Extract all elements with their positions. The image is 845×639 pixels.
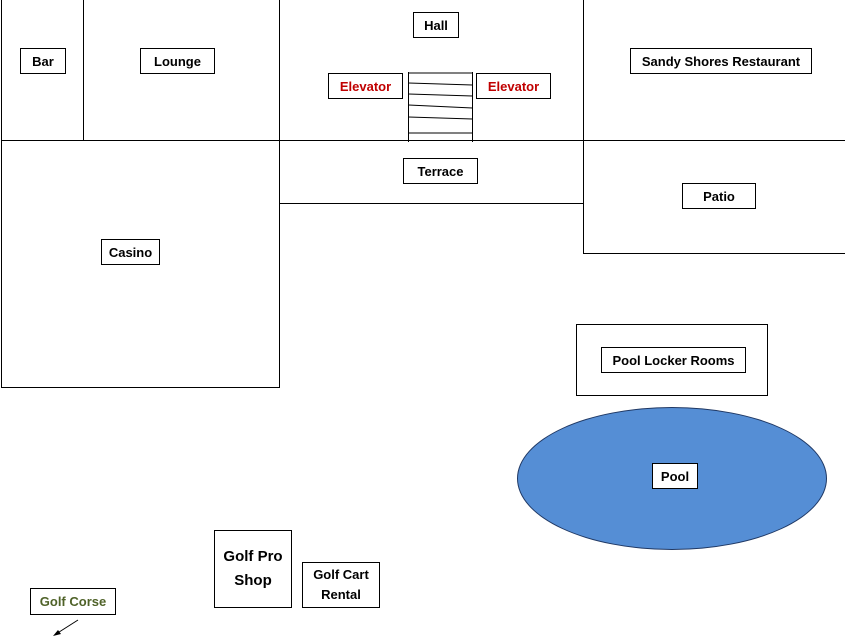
arrow-down-left-icon	[53, 619, 79, 636]
casino-label: Casino	[101, 239, 160, 265]
golf-pro-shop-label: Golf Pro Shop	[214, 530, 292, 608]
golf-cart-rental-label: Golf Cart Rental	[302, 562, 380, 608]
pool-locker-rooms-label: Pool Locker Rooms	[601, 347, 746, 373]
stairs-icon	[408, 72, 473, 142]
terrace-label: Terrace	[403, 158, 478, 184]
lounge-label: Lounge	[140, 48, 215, 74]
elevator-left-label: Elevator	[328, 73, 403, 99]
patio-label: Patio	[682, 183, 756, 209]
pool-label: Pool	[652, 463, 698, 489]
hall-label: Hall	[413, 12, 459, 38]
restaurant-label: Sandy Shores Restaurant	[630, 48, 812, 74]
elevator-right-label: Elevator	[476, 73, 551, 99]
golf-course-label: Golf Corse	[30, 588, 116, 615]
bar-label: Bar	[20, 48, 66, 74]
